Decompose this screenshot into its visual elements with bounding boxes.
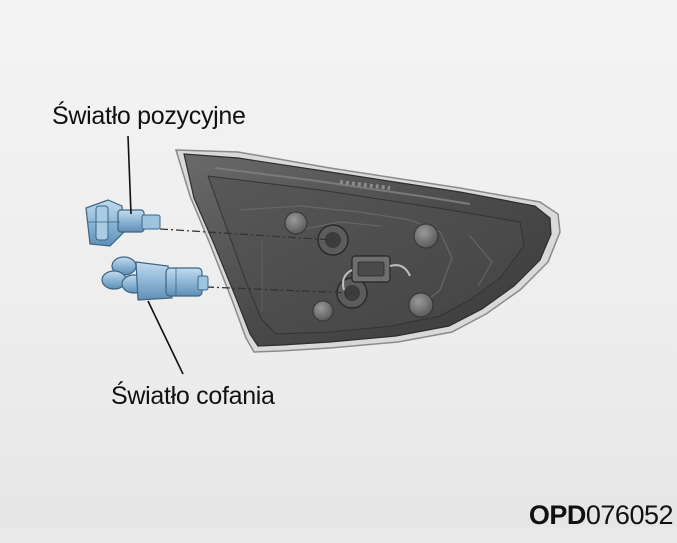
reverse-light-socket: [101, 256, 209, 301]
tail-lamp-diagram: [85, 135, 561, 375]
mount-boss: [284, 211, 308, 235]
figure-code-number: 076052: [585, 500, 674, 530]
alignment-lines: [159, 228, 353, 294]
position-light-socket: [85, 199, 161, 247]
mount-boss: [408, 292, 434, 318]
figure-code-prefix: OPD: [528, 500, 587, 530]
reverse-light-label: Światło cofania: [111, 382, 275, 410]
position-light-label: Światło pozycyjne: [52, 102, 246, 130]
mount-boss: [413, 223, 439, 249]
lamp-housing: [174, 149, 561, 353]
figure-code: OPD076052: [528, 500, 674, 530]
mount-boss: [312, 300, 334, 322]
leader-lines: [127, 135, 184, 375]
wiring-connector: [342, 255, 411, 291]
